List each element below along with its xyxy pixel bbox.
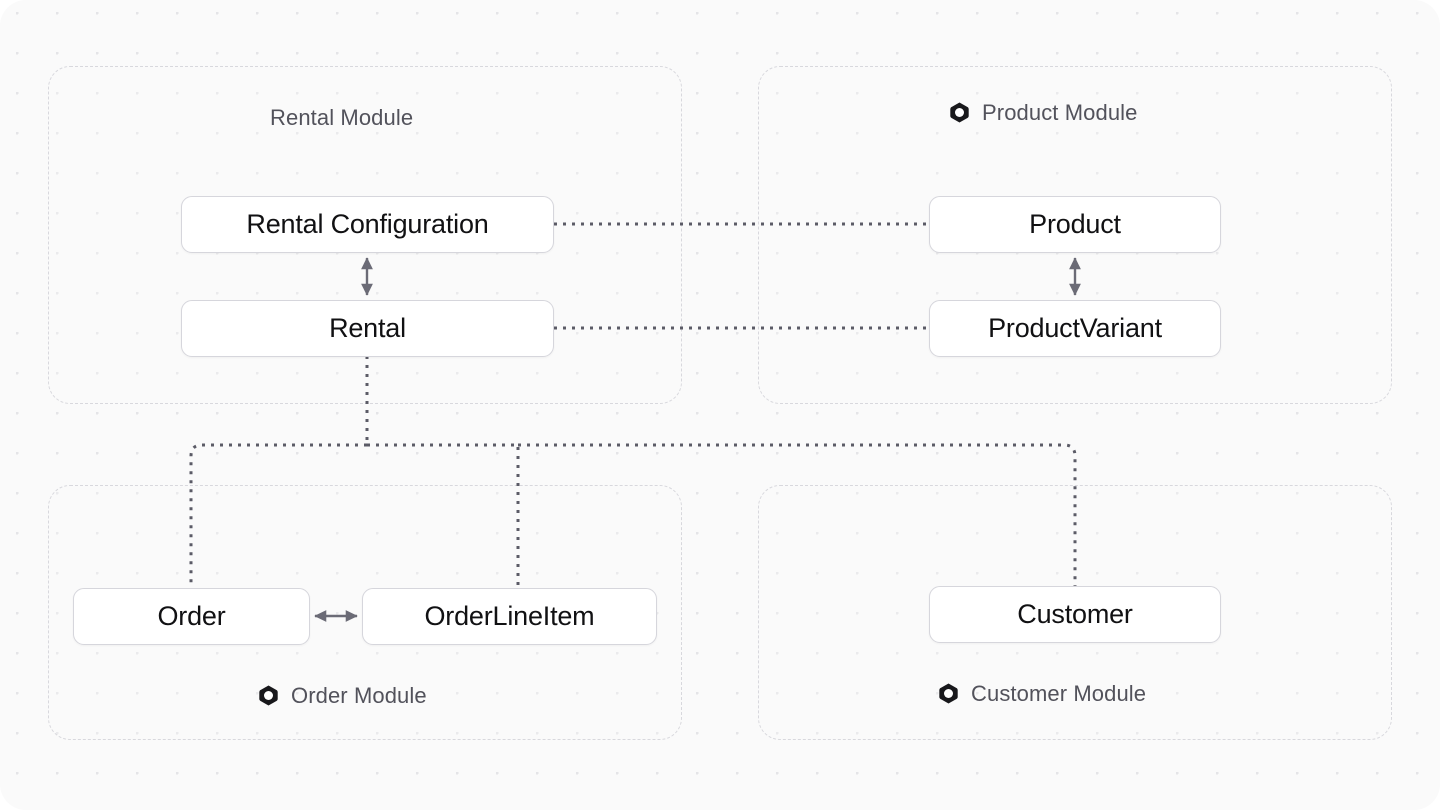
entity-rental[interactable]: Rental (181, 300, 554, 357)
module-label-order: Order Module (257, 684, 427, 707)
module-label-rental: Rental Module (270, 107, 413, 129)
entity-product[interactable]: Product (929, 196, 1221, 253)
module-nut-icon (950, 102, 969, 123)
entity-order[interactable]: Order (73, 588, 310, 645)
module-label-customer-text: Customer Module (971, 680, 1147, 706)
entity-product-variant[interactable]: ProductVariant (929, 300, 1221, 357)
entity-order-line-item[interactable]: OrderLineItem (362, 588, 657, 645)
module-label-customer: Customer Module (937, 682, 1146, 705)
module-label-product: Product Module (948, 101, 1138, 124)
entity-rental-configuration[interactable]: Rental Configuration (181, 196, 554, 253)
entity-customer[interactable]: Customer (929, 586, 1221, 643)
module-label-rental-text: Rental Module (270, 105, 414, 130)
module-nut-icon (939, 683, 958, 704)
module-label-product-text: Product Module (982, 99, 1138, 125)
module-nut-icon (259, 685, 278, 706)
module-label-order-text: Order Module (291, 682, 427, 708)
